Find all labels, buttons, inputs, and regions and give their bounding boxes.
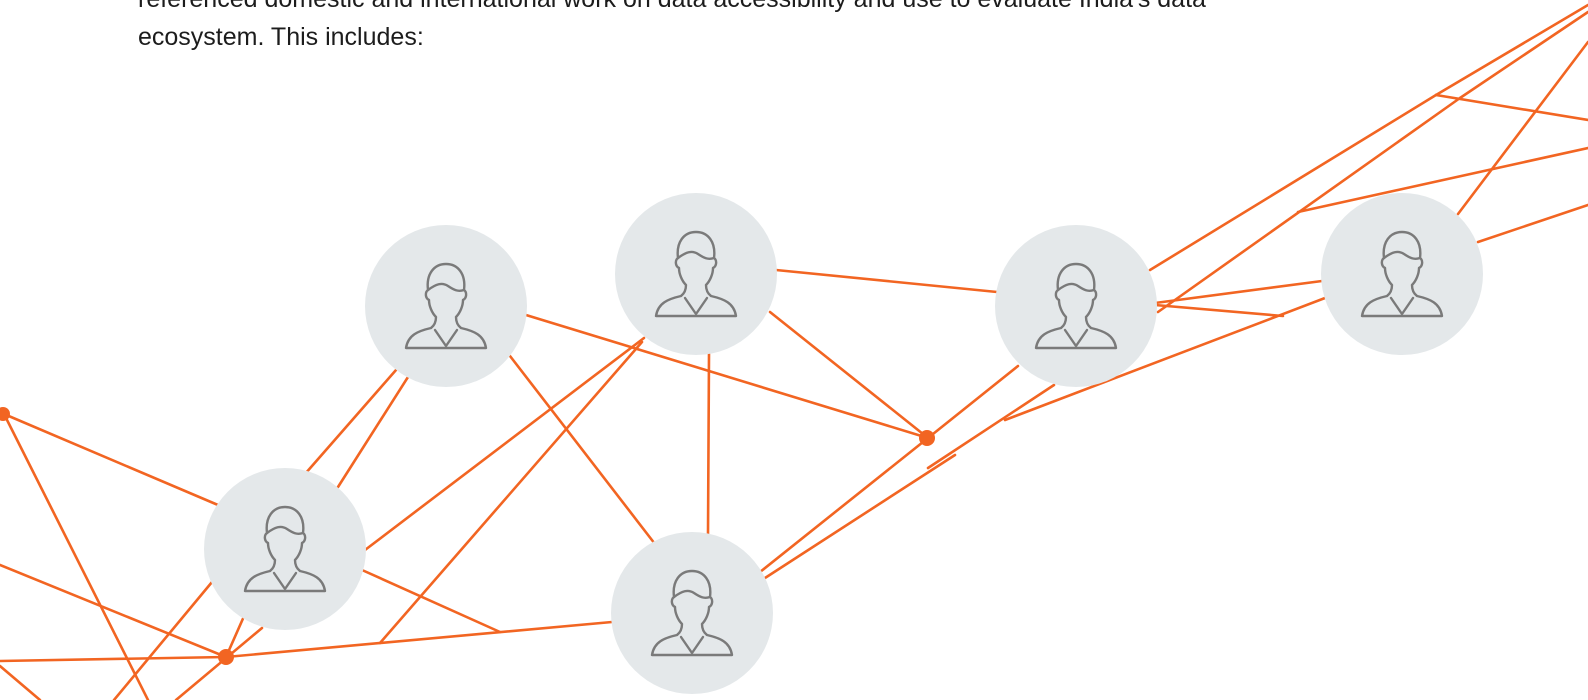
network-junction-dot	[0, 407, 10, 421]
edge	[926, 383, 1056, 470]
avatar-background	[995, 225, 1157, 387]
edge	[768, 310, 930, 440]
edge	[1153, 279, 1324, 305]
avatar-node	[995, 225, 1157, 387]
avatar-background	[365, 225, 527, 387]
edge	[2, 412, 220, 507]
avatar-background	[615, 193, 777, 355]
edge	[926, 364, 1020, 440]
edge	[224, 620, 614, 659]
avatar-node	[365, 225, 527, 387]
network-edges	[0, 3, 1588, 700]
edge	[774, 268, 999, 294]
intro-line-2: ecosystem. This includes:	[138, 23, 424, 51]
edge	[0, 563, 228, 659]
avatar-node	[1321, 193, 1483, 355]
edge	[1458, 10, 1588, 100]
edge	[336, 375, 410, 489]
avatar-background	[204, 468, 366, 630]
avatar-background	[1321, 193, 1483, 355]
intro-line-1: referenced domestic and international wo…	[138, 0, 1206, 13]
edge	[363, 336, 646, 552]
edge	[0, 655, 228, 663]
edge	[2, 412, 150, 700]
avatar-background	[611, 532, 773, 694]
avatar-node	[204, 468, 366, 630]
edge	[1476, 203, 1588, 244]
edge	[1296, 146, 1588, 214]
network-junction-dot	[218, 649, 234, 665]
edge	[1434, 93, 1588, 122]
edge	[0, 664, 42, 700]
edge	[1148, 93, 1438, 272]
network-junctions	[0, 407, 935, 665]
edge	[1003, 296, 1327, 422]
edge	[758, 436, 930, 574]
edge	[763, 453, 957, 580]
edge	[1156, 96, 1462, 314]
edge	[174, 626, 264, 700]
edge	[524, 313, 930, 440]
edge	[1456, 40, 1588, 216]
intro-paragraph: referenced domestic and international wo…	[138, 0, 1388, 56]
edge	[1434, 3, 1588, 97]
edge	[706, 352, 711, 536]
avatar-node	[611, 532, 773, 694]
edge	[360, 568, 502, 634]
edge	[508, 354, 657, 546]
avatar-node	[615, 193, 777, 355]
network-junction-dot	[919, 430, 935, 446]
edge	[303, 368, 398, 476]
edge	[112, 580, 214, 700]
edge	[1153, 303, 1285, 318]
edge	[378, 340, 644, 645]
